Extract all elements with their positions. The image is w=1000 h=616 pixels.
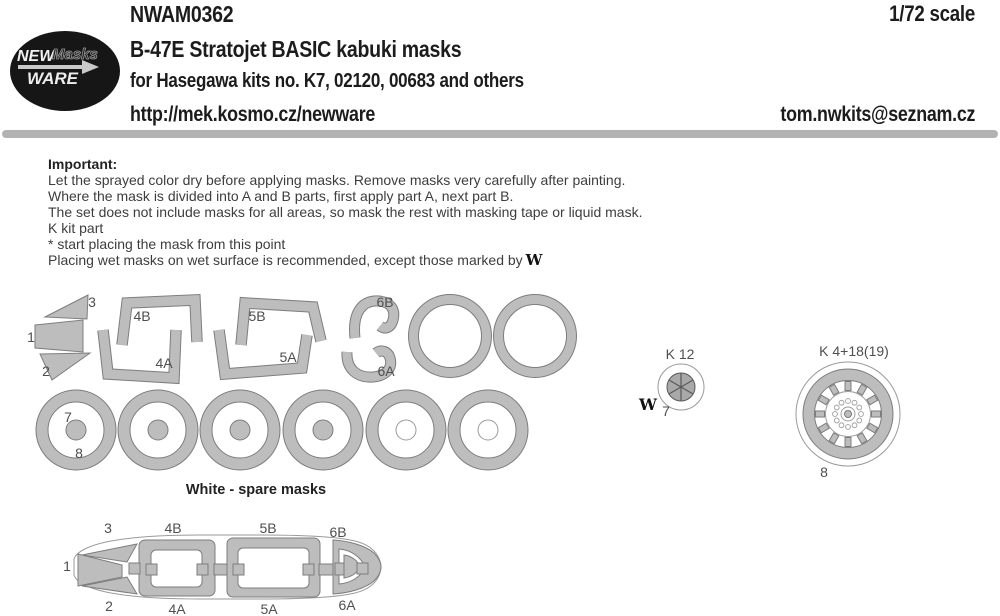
plan-window-4 — [150, 549, 203, 588]
mask-part-1 — [34, 319, 84, 353]
instructions-block: Important: Let the sprayed color dry bef… — [48, 156, 643, 268]
part-label-8: 8 — [75, 445, 83, 461]
plan-label-5b: 5B — [259, 520, 276, 536]
wheel-hub-bolts — [832, 398, 864, 430]
spare-masks-note: White - spare masks — [186, 482, 326, 498]
plan-label-2: 2 — [105, 598, 113, 614]
plan-label-5a: 5A — [260, 601, 278, 616]
k12-wet-symbol: W — [638, 395, 658, 414]
instruction-line: Where the mask is divided into A and B p… — [48, 188, 514, 204]
wheel-ring-mask — [282, 389, 364, 471]
wheel-ring-mask-spare — [365, 389, 447, 471]
plan-label-6b: 6B — [329, 524, 346, 540]
wheel-ring-mask-spare — [447, 389, 529, 471]
plan-window-5 — [237, 547, 310, 589]
k4-part-number: 8 — [820, 464, 828, 480]
wet-line-text: Placing wet masks on wet surface is reco… — [48, 252, 523, 268]
instructions-heading: Important: — [48, 156, 118, 172]
mask-part-4a — [97, 329, 182, 385]
plan-panel-2 — [81, 576, 138, 595]
logo-arrow-head — [82, 60, 99, 74]
plan-panel-1 — [77, 553, 123, 587]
canopy-plan-view — [73, 534, 382, 600]
logo-oval — [10, 31, 120, 111]
instruction-line: * start placing the mask from this point — [48, 236, 286, 252]
part-label-3: 3 — [88, 294, 96, 310]
part-label-1: 1 — [27, 329, 35, 345]
wheel-vent-slots — [815, 381, 881, 447]
scale-label: 1/72 scale — [889, 1, 975, 26]
k12-label: K 12 — [666, 346, 695, 362]
instruction-line: Let the sprayed color dry before applyin… — [48, 172, 626, 188]
ring-mask — [408, 294, 492, 378]
newware-logo: NEW Masks WARE — [10, 31, 120, 111]
plan-label-6a: 6A — [338, 597, 356, 613]
instruction-line: K kit part — [48, 220, 104, 236]
mask-part-4b — [116, 294, 203, 346]
product-title: B-47E Stratojet BASIC kabuki masks — [130, 36, 462, 62]
plan-label-1: 1 — [63, 558, 71, 574]
logo-word-masks: Masks — [52, 46, 98, 63]
part-label-4a: 4A — [155, 355, 173, 371]
small-wheel-k12 — [657, 363, 705, 411]
header-divider — [2, 130, 998, 138]
part-label-4b: 4B — [133, 308, 150, 324]
mask-part-2 — [39, 352, 92, 381]
product-subtitle: for Hasegawa kits no. K7, 02120, 00683 a… — [130, 70, 524, 92]
part-label-6a: 6A — [377, 363, 395, 379]
part-label-2: 2 — [42, 363, 50, 379]
instruction-line: The set does not include masks for all a… — [48, 204, 643, 220]
logo-word-new: NEW — [17, 48, 56, 65]
part-label-5a: 5A — [279, 349, 297, 365]
plan-label-3: 3 — [104, 520, 112, 536]
wheel-ring-mask — [199, 389, 281, 471]
large-wheel-k4-18 — [795, 361, 901, 467]
mask-part-5a — [213, 329, 313, 381]
k4-label: K 4+18(19) — [819, 343, 889, 359]
wheel-ring-mask — [117, 389, 199, 471]
mask-part-3 — [43, 294, 89, 320]
mask-part-6a — [341, 345, 397, 383]
product-code: NWAM0362 — [130, 1, 234, 27]
mask-part-6b — [349, 295, 400, 339]
plan-label-4a: 4A — [168, 601, 186, 616]
website-url: http://mek.kosmo.cz/newware — [130, 103, 376, 126]
k12-part-number: 7 — [662, 403, 670, 419]
wheel-ring-mask-7-8 — [35, 389, 117, 471]
wet-mask-symbol: W — [525, 251, 543, 269]
plan-panel-3 — [81, 543, 138, 563]
logo-word-ware: WARE — [27, 69, 79, 88]
plan-label-4b: 4B — [164, 520, 181, 536]
part-label-6b: 6B — [376, 294, 393, 310]
plan-joint-tabs — [128, 562, 369, 576]
instruction-line-wet: Placing wet masks on wet surface is reco… — [48, 252, 643, 268]
ring-mask — [493, 294, 577, 378]
part-label-5b: 5B — [248, 308, 265, 324]
part-label-7: 7 — [64, 409, 72, 425]
mask-part-5b — [235, 296, 327, 346]
contact-email: tom.nwkits@seznam.cz — [780, 103, 975, 126]
